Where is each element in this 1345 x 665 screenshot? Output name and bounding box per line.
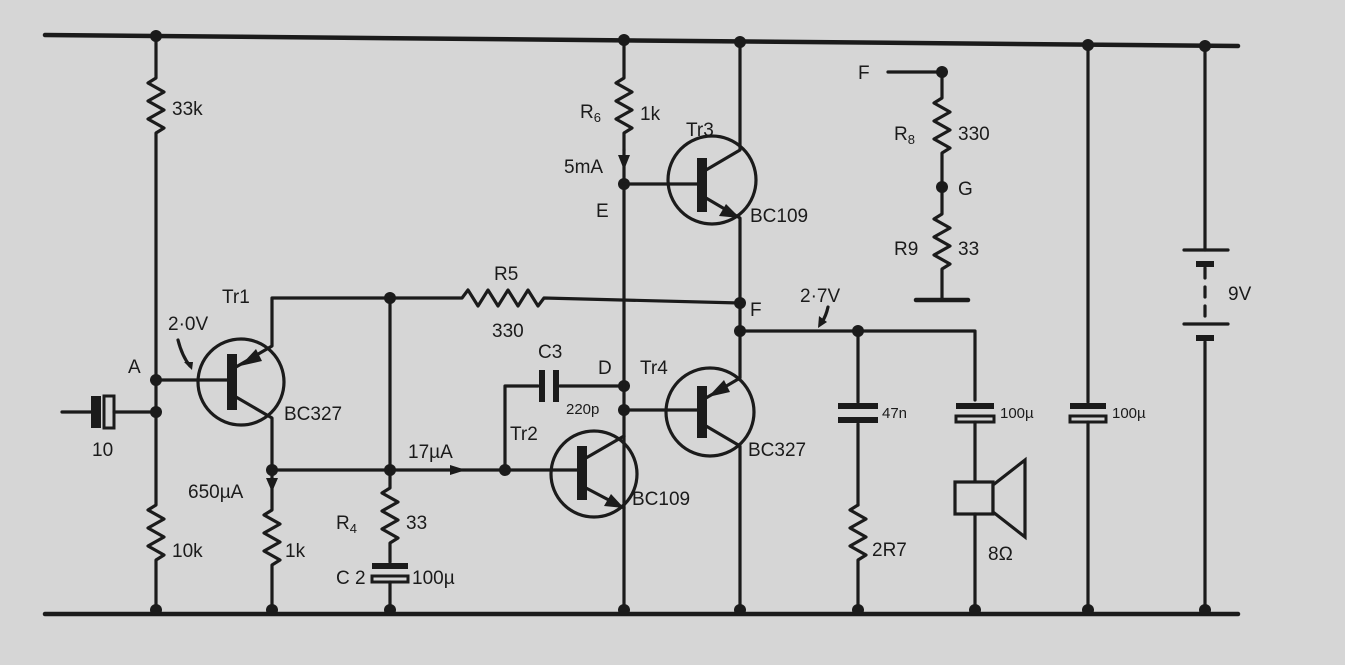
- c2-name: C 2: [336, 568, 366, 589]
- transistor-tr3: Tr3 BC109: [622, 40, 808, 305]
- r5-value: 330: [492, 321, 524, 342]
- junction-dot: [150, 604, 162, 616]
- current-650-label: 650µA: [188, 482, 244, 503]
- node-g-label: G: [958, 179, 973, 200]
- r6-name: R6: [580, 102, 601, 125]
- r4-value: 33: [406, 513, 427, 534]
- transistor-tr1: Tr1 BC327: [154, 287, 392, 472]
- junction-dot: [734, 604, 746, 616]
- r-2r7-label: 2R7: [872, 540, 907, 561]
- r-10k-label: 10k: [172, 541, 203, 562]
- input-capacitor: 10: [60, 394, 158, 461]
- junction-dot: [936, 66, 948, 78]
- speaker: 8Ω: [953, 456, 1027, 616]
- r8-value: 330: [958, 124, 990, 145]
- tr3-type: BC109: [750, 206, 808, 227]
- r-33k-label: 33k: [172, 99, 203, 120]
- c3-value: 220p: [566, 401, 599, 418]
- resistor-r5: R5 330: [388, 264, 742, 342]
- tr4-name: Tr4: [640, 358, 668, 379]
- r4-name: R4: [336, 513, 357, 536]
- voltage-2-0-label: 2·0V: [168, 314, 208, 335]
- c3-name: C3: [538, 342, 562, 363]
- capacitor-output: 100µ: [954, 403, 1034, 484]
- junction-dot: [1199, 604, 1211, 616]
- node-d-label: D: [598, 358, 612, 379]
- tr1-name: Tr1: [222, 287, 250, 308]
- junction-dot: [1082, 604, 1094, 616]
- junction-dot: [1082, 39, 1094, 51]
- resistor-1k-collector: 1k 650µA: [188, 468, 306, 616]
- capacitor-c3: C3 220p: [503, 342, 626, 472]
- cap-47n-label: 47n: [882, 405, 907, 422]
- tr3-name: Tr3: [686, 120, 714, 141]
- junction-dot: [734, 36, 746, 48]
- tr4-type: BC327: [748, 440, 806, 461]
- battery-9v: 9V: [1182, 44, 1252, 616]
- voltage-2-7-label: 2·7V: [800, 286, 840, 307]
- node-e-label: E: [596, 201, 609, 222]
- junction-dot: [618, 604, 630, 616]
- resistor-r4: R4 33: [336, 296, 427, 564]
- input-cap-label: 10: [92, 440, 113, 461]
- node-a-label: A: [128, 357, 141, 378]
- speaker-label: 8Ω: [988, 544, 1013, 565]
- r8-name: R8: [894, 124, 915, 147]
- junction-dot: [384, 604, 396, 616]
- resistor-2r7: 2R7: [848, 503, 907, 616]
- current-17-label: 17µA: [408, 442, 453, 463]
- c2-value: 100µ: [412, 568, 455, 589]
- r9-value: 33: [958, 239, 979, 260]
- resistor-r9: R9 33: [894, 185, 979, 303]
- capacitor-47n: 47n: [838, 329, 907, 507]
- junction-dot: [150, 406, 162, 418]
- r9-name: R9: [894, 239, 918, 260]
- transistor-tr4: Tr4 BC327: [622, 329, 806, 616]
- tr2-name: Tr2: [510, 424, 538, 445]
- tr2-type: BC109: [632, 489, 690, 510]
- node-f-label: F: [750, 300, 762, 321]
- r-1k-left-label: 1k: [285, 541, 306, 562]
- junction-dot: [1199, 40, 1211, 52]
- cap-supply-label: 100µ: [1112, 405, 1146, 422]
- transistor-tr2: Tr2 BC109: [503, 424, 690, 519]
- node-f-ref-label: F: [858, 63, 870, 84]
- resistor-r6: R6 1k 5mA: [564, 38, 661, 178]
- top-rail: [42, 32, 1241, 49]
- junction-dot: [969, 604, 981, 616]
- cap-out-label: 100µ: [1000, 405, 1034, 422]
- resistor-r8: F R8 330: [858, 63, 990, 188]
- junction-dot: [618, 34, 630, 46]
- r6-value: 1k: [640, 104, 661, 125]
- junction-dot: [150, 30, 162, 42]
- capacitor-supply: 100µ: [1068, 43, 1146, 616]
- resistor-10k: 10k: [146, 410, 203, 616]
- resistor-33k: 33k: [146, 34, 203, 382]
- junction-dot: [266, 604, 278, 616]
- capacitor-c2: C 2 100µ: [336, 563, 455, 616]
- battery-label: 9V: [1228, 284, 1252, 305]
- r5-name: R5: [494, 264, 518, 285]
- junction-dot: [852, 604, 864, 616]
- current-5ma-label: 5mA: [564, 157, 603, 178]
- tr1-type: BC327: [284, 404, 342, 425]
